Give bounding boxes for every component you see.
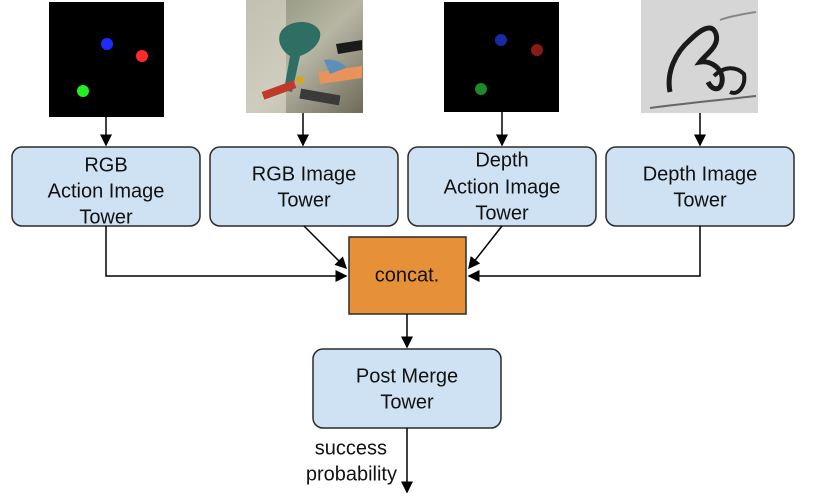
arrow-depth-image-to-concat [467, 226, 701, 282]
depth-action-image-tower: Depth Action Image Tower [407, 146, 597, 227]
rgb-action-image [49, 2, 164, 117]
arrow-depth-action-to-concat [468, 225, 503, 270]
rgb-image-tower: RGB Image Tower [209, 146, 399, 227]
tower-label-line: Tower [673, 189, 727, 211]
arrow-rgb-action-to-concat [105, 226, 348, 282]
tower-label-line: Tower [475, 202, 529, 224]
depth-action-image [444, 2, 559, 112]
merge-arrows [105, 225, 701, 282]
post-merge-label-line: Post Merge [356, 365, 458, 387]
post-merge-label-line: Tower [380, 391, 434, 413]
tower-label-line: Tower [277, 189, 331, 211]
tower-label-line: Depth [475, 149, 528, 171]
rgb-photo-image [246, 0, 363, 113]
tower-label-line: Action Image [444, 176, 561, 198]
tower-label-line: RGB Image [252, 163, 356, 185]
concat-label: concat. [375, 264, 439, 286]
output-label-line: probability [306, 463, 397, 485]
output-label-line: success [315, 437, 387, 459]
depth-image-tower: Depth Image Tower [605, 146, 795, 227]
depth-image [641, 0, 758, 113]
tower-label-line: Depth Image [643, 163, 758, 185]
tower-label-line: Action Image [48, 180, 165, 202]
post-merge-tower: Post Merge Tower [312, 348, 502, 429]
tower-label-line: RGB [84, 154, 127, 176]
tower-label-line: Tower [79, 206, 133, 228]
rgb-action-image-tower: RGB Action Image Tower [11, 146, 201, 228]
arrow-rgb-image-to-concat [303, 225, 348, 270]
concat-node: concat. [348, 236, 467, 315]
input-arrows [100, 112, 706, 147]
